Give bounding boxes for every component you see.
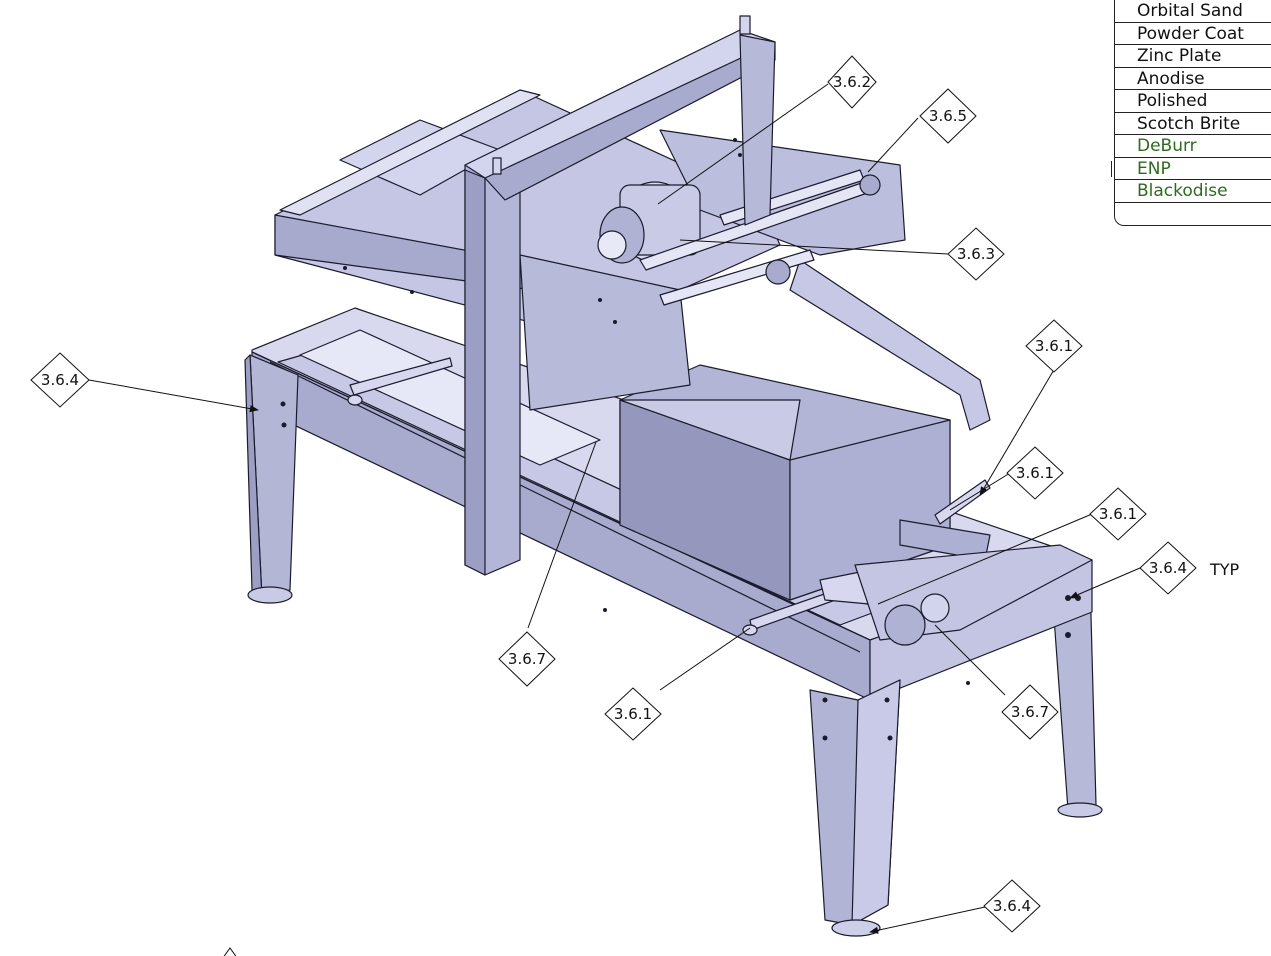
finish-row: Scotch Brite bbox=[1115, 113, 1271, 135]
leader-3-6-4-right bbox=[1069, 567, 1141, 599]
finish-row: Polished bbox=[1115, 90, 1271, 113]
balloon-label: 3.6.4 bbox=[41, 371, 79, 389]
finish-row: ENP bbox=[1115, 158, 1271, 180]
case-sealer-machine bbox=[244, 15, 1103, 937]
balloon-3-6-1-b: 3.6.1 bbox=[1006, 446, 1064, 500]
finish-row: Powder Coat bbox=[1115, 23, 1271, 45]
carton-box bbox=[619, 364, 951, 601]
leader-3-6-1-b bbox=[949, 472, 1011, 511]
balloon-label: 3.6.7 bbox=[1011, 703, 1049, 721]
leader-3-6-2 bbox=[657, 83, 829, 205]
leg-front-left bbox=[244, 354, 299, 604]
balloon-3-6-2: 3.6.2 bbox=[827, 55, 877, 109]
finish-row: Orbital Sand bbox=[1115, 0, 1271, 23]
balloon-3-6-1-c: 3.6.1 bbox=[1089, 487, 1147, 541]
balloon-3-6-3: 3.6.3 bbox=[947, 227, 1005, 281]
leader-3-6-1-c bbox=[877, 513, 1093, 605]
balloon-label: 3.6.1 bbox=[1016, 464, 1054, 482]
balloon-label: 3.6.1 bbox=[614, 705, 652, 723]
finish-row: Anodise bbox=[1115, 68, 1271, 90]
balloon-label: 3.6.1 bbox=[1099, 505, 1137, 523]
callout-balloons: 3.6.2 3.6.5 3.6.3 3.6.4 3.6.1 3.6.1 3.6.… bbox=[30, 55, 1197, 933]
balloon-label: 3.6.3 bbox=[957, 245, 995, 263]
balloon-3-6-5: 3.6.5 bbox=[919, 88, 977, 144]
lower-tape-head bbox=[854, 544, 1093, 646]
leg-front-right bbox=[809, 679, 901, 937]
typ-note: TYP bbox=[1209, 560, 1240, 579]
leader-3-6-3 bbox=[679, 239, 949, 255]
balloon-3-6-1-d: 3.6.1 bbox=[604, 687, 662, 741]
balloon-3-6-4-left: 3.6.4 bbox=[30, 352, 90, 408]
balloon-label: 3.6.4 bbox=[1149, 559, 1187, 577]
leader-3-6-7-right bbox=[934, 624, 1006, 696]
leader-3-6-7-left bbox=[527, 441, 597, 629]
finish-row: Zinc Plate bbox=[1115, 45, 1271, 68]
leader-3-6-1-d bbox=[659, 627, 751, 691]
finish-row: DeBurr bbox=[1115, 135, 1271, 158]
balloon-3-6-7-left: 3.6.7 bbox=[498, 631, 556, 687]
leader-3-6-5 bbox=[867, 117, 919, 173]
drive-motor bbox=[597, 181, 701, 264]
finish-row-empty bbox=[1115, 203, 1271, 226]
balloon-label: 3.6.1 bbox=[1035, 337, 1073, 355]
balloon-label: 3.6.7 bbox=[508, 650, 546, 668]
leg-back-right bbox=[1051, 577, 1103, 818]
view-caret bbox=[223, 947, 237, 956]
balloon-3-6-1-a: 3.6.1 bbox=[1025, 319, 1083, 373]
balloon-3-6-7-right: 3.6.7 bbox=[1001, 684, 1059, 740]
leader-lines bbox=[88, 83, 1141, 934]
balloon-label: 3.6.2 bbox=[833, 73, 871, 91]
leader-3-6-4-bottom bbox=[869, 906, 986, 934]
row-marker bbox=[1111, 160, 1116, 177]
fastener-holes bbox=[280, 138, 1081, 741]
finish-row: Blackodise bbox=[1115, 180, 1271, 203]
balloon-3-6-4-right: 3.6.4 bbox=[1139, 541, 1197, 595]
leader-3-6-4-left bbox=[88, 379, 259, 413]
leader-3-6-1-a bbox=[979, 367, 1056, 496]
column-and-crossbeam bbox=[464, 15, 776, 576]
balloon-label: 3.6.5 bbox=[929, 107, 967, 125]
balloon-label: 3.6.4 bbox=[993, 897, 1031, 915]
balloon-3-6-4-bottom: 3.6.4 bbox=[983, 879, 1041, 933]
